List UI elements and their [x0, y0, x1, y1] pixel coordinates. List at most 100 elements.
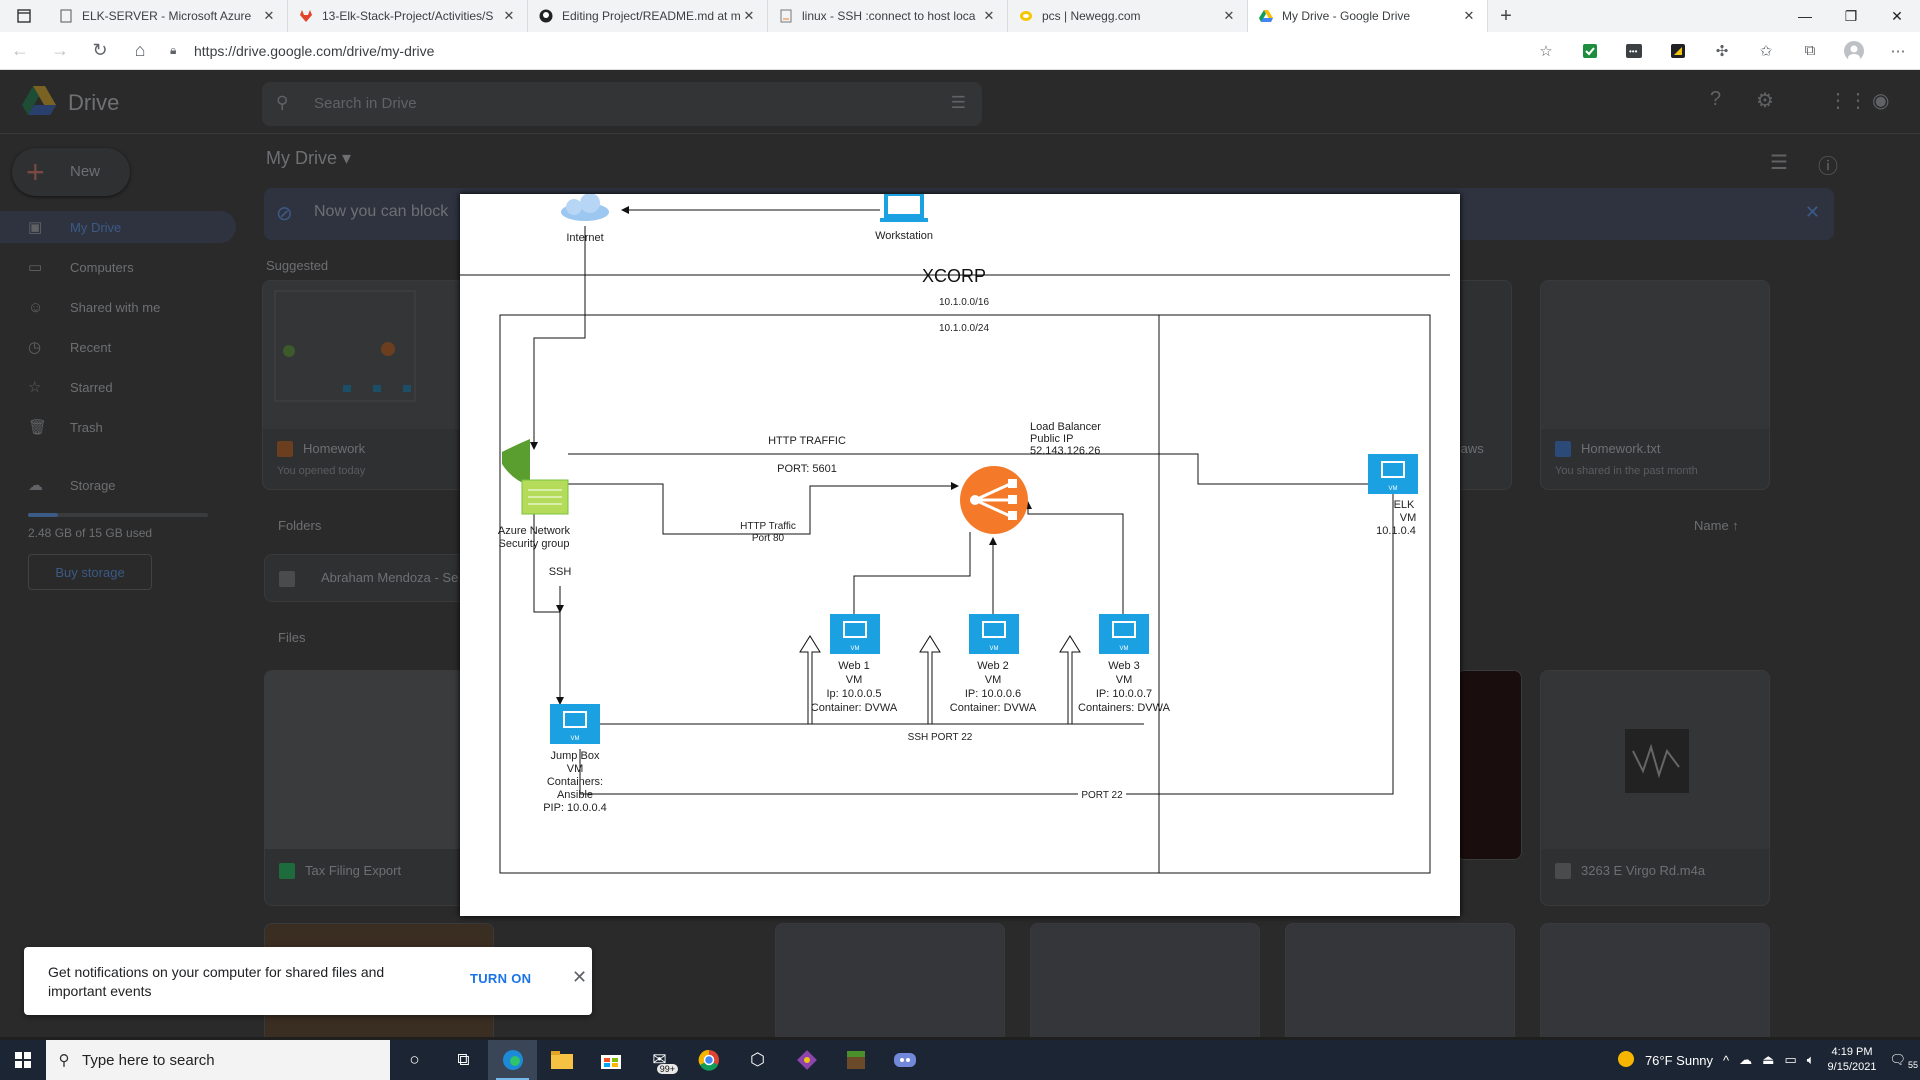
new-tab-button[interactable]: +	[1500, 4, 1512, 27]
search-options-icon[interactable]: ☰	[950, 93, 966, 112]
virtualbox-icon[interactable]: ⬡	[750, 1050, 765, 1069]
help-icon[interactable]: ?	[1710, 88, 1722, 110]
drive-icon	[1258, 8, 1274, 24]
browser-tab[interactable]: ELK-SERVER - Microsoft Azure ✕	[48, 0, 288, 32]
sort-by-name[interactable]: Name ↑	[1694, 518, 1739, 533]
chrome-icon[interactable]	[684, 1040, 733, 1080]
onedrive-icon[interactable]: ☁	[1739, 1052, 1753, 1067]
github-icon	[538, 8, 554, 24]
card-subtitle: You shared in the past month	[1555, 465, 1698, 477]
task-view-icon[interactable]: ⧉	[457, 1050, 470, 1069]
buy-storage-button[interactable]: Buy storage	[28, 554, 152, 590]
clock[interactable]: 4:19 PM 9/15/2021	[1820, 1045, 1885, 1075]
suggested-card[interactable]: Homework.txt You shared in the past mont…	[1540, 280, 1770, 490]
cortana-icon[interactable]: ○	[409, 1050, 420, 1069]
tray-chevron-icon[interactable]: ^	[1723, 1052, 1730, 1068]
network-icon[interactable]: ▭	[1784, 1052, 1797, 1067]
sidebar-item-recent[interactable]: ◷Recent	[0, 331, 240, 363]
close-tab-icon[interactable]: ✕	[1463, 8, 1475, 23]
home-icon[interactable]: ⌂	[134, 40, 146, 60]
git-icon[interactable]	[782, 1040, 831, 1080]
web2-vm-icon: VM	[969, 614, 1019, 654]
close-tab-icon[interactable]: ✕	[983, 8, 995, 23]
usb-icon[interactable]: ⏏	[1762, 1052, 1775, 1067]
browser-tab[interactable]: Editing Project/README.md at m ✕	[528, 0, 768, 32]
cloud-icon: ☁	[28, 477, 43, 494]
drive-logo-icon[interactable]	[22, 86, 56, 116]
collections-icon[interactable]: ⧉	[1804, 42, 1816, 59]
account-avatar[interactable]: ◉	[1872, 90, 1890, 112]
extension-password-icon[interactable]: •••	[1612, 32, 1656, 70]
close-tab-icon[interactable]: ✕	[743, 8, 755, 23]
search-placeholder: Search in Drive	[314, 95, 417, 112]
suggested-card[interactable]: Homework You opened today	[262, 280, 492, 490]
windows-start-icon[interactable]	[0, 1040, 46, 1080]
volume-icon[interactable]: 🔈︎	[1806, 1052, 1815, 1067]
minecraft-icon[interactable]	[831, 1040, 880, 1080]
info-icon[interactable]: ⓘ	[1818, 156, 1838, 178]
list-view-icon[interactable]: ☰	[1770, 152, 1788, 174]
restore-icon[interactable]: ❐	[1844, 7, 1858, 24]
file-card[interactable]	[1030, 923, 1260, 1037]
taskbar-search-input[interactable]: ⚲ Type here to search	[46, 1040, 390, 1080]
file-card[interactable]	[1285, 923, 1515, 1037]
browser-tab[interactable]: 13-Elk-Stack-Project/Activities/S ✕	[288, 0, 528, 32]
file-card[interactable]	[775, 923, 1005, 1037]
extension-check-icon[interactable]	[1568, 32, 1612, 70]
turn-on-button[interactable]: TURN ON	[470, 971, 532, 986]
url-field[interactable]: https://drive.google.com/drive/my-drive	[194, 42, 435, 59]
file-card[interactable]: 3263 E Virgo Rd.m4a	[1540, 670, 1770, 906]
browser-tab[interactable]: pcs | Newegg.com ✕	[1008, 0, 1248, 32]
close-tab-icon[interactable]: ✕	[503, 8, 515, 23]
sidebar-item-storage[interactable]: ☁ Storage	[0, 469, 240, 501]
apps-grid-icon[interactable]: ⋮⋮	[1828, 90, 1868, 112]
file-card[interactable]	[1540, 923, 1770, 1037]
refresh-icon[interactable]: ↻	[92, 40, 108, 60]
drive-search-input[interactable]: ⚲ Search in Drive ☰	[262, 82, 982, 126]
lb-label-line1: Load Balancer	[1030, 421, 1101, 433]
sidebar-item-label: Storage	[70, 477, 116, 493]
new-button[interactable]: + New	[12, 148, 130, 196]
sidebar-item-starred[interactable]: ☆Starred	[0, 371, 240, 403]
minimize-icon[interactable]: —	[1798, 8, 1812, 24]
close-tab-icon[interactable]: ✕	[1223, 8, 1235, 23]
subnet-cidr-label: 10.1.0.0/24	[939, 323, 989, 334]
close-window-icon[interactable]: ✕	[1891, 7, 1903, 24]
close-banner-icon[interactable]: ✕	[1804, 202, 1820, 222]
profile-avatar[interactable]	[1832, 32, 1876, 70]
mail-icon[interactable]: ✉99+	[635, 1040, 684, 1080]
favorites-icon[interactable]: ✩	[1759, 42, 1773, 60]
back-icon[interactable]: ←	[11, 40, 29, 60]
file-card[interactable]	[1456, 670, 1522, 860]
browser-tab[interactable]: linux - SSH :connect to host loca ✕	[768, 0, 1008, 32]
weather-text[interactable]: 76°F Sunny	[1644, 1052, 1714, 1068]
page-title[interactable]: My Drive ▾	[266, 148, 352, 168]
card-name: Homework.txt	[1581, 441, 1661, 456]
store-icon[interactable]	[586, 1040, 635, 1080]
lock-icon[interactable]: 🔒︎	[170, 43, 177, 57]
sidebar-item-computers[interactable]: ▭Computers	[0, 251, 240, 283]
suggested-card[interactable]: .aws	[1452, 280, 1512, 490]
favorite-add-icon[interactable]: ☆	[1539, 42, 1553, 60]
action-center-icon[interactable]: 🗨︎55	[1889, 1052, 1918, 1070]
more-menu-icon[interactable]: ⋯	[1890, 42, 1906, 60]
weather-sun-icon[interactable]	[1612, 1050, 1640, 1071]
close-tab-icon[interactable]: ✕	[263, 8, 275, 23]
extensions-icon[interactable]: ✣	[1715, 42, 1729, 60]
tab-actions-icon[interactable]	[0, 0, 48, 32]
extension-dark-icon[interactable]	[1656, 32, 1700, 70]
file-card[interactable]: Tax Filing Export	[264, 670, 494, 906]
sidebar-item-my-drive[interactable]: ▣My Drive	[0, 211, 236, 243]
browser-tab-active[interactable]: My Drive - Google Drive ✕	[1248, 0, 1488, 32]
web1-name: Web 1	[838, 660, 870, 672]
settings-icon[interactable]: ⚙	[1756, 90, 1774, 112]
file-explorer-icon[interactable]	[537, 1040, 586, 1080]
edge-icon[interactable]	[488, 1040, 537, 1080]
sidebar-item-shared[interactable]: ☺Shared with me	[0, 291, 240, 323]
vm-badge: VM	[571, 736, 580, 742]
discord-icon[interactable]	[880, 1040, 929, 1080]
sidebar-item-trash[interactable]: 🗑︎Trash	[0, 411, 240, 443]
forward-icon[interactable]: →	[51, 40, 69, 60]
close-notification-icon[interactable]: ✕	[572, 967, 588, 987]
block-icon: ⊘	[276, 203, 293, 225]
